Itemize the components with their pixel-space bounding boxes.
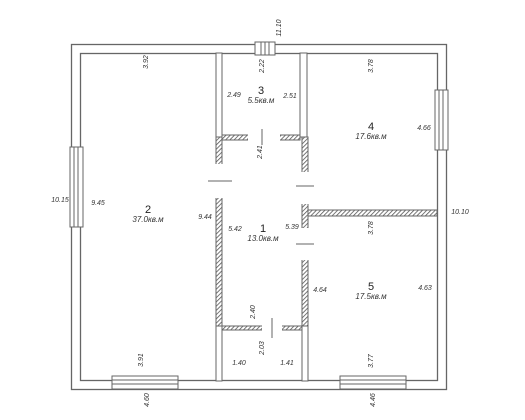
dim-top-overall: 11.10 (276, 19, 283, 36)
dim-room4-right: 4.66 (417, 125, 431, 132)
wall-room3-room4 (299, 52, 308, 138)
window-bottom-left (111, 375, 179, 390)
dim-room3-top: 2.22 (259, 59, 266, 74)
door-room2 (208, 164, 232, 198)
dim-room5-right: 4.63 (418, 285, 432, 292)
dim-room3-right: 2.51 (282, 93, 297, 100)
wall-room4-room5 (307, 209, 438, 217)
window-bottom-right (339, 375, 407, 390)
dim-room2-right: 9.44 (198, 214, 212, 221)
dim-entry-left-wall: 1.40 (232, 360, 246, 367)
dim-left-overall: 10.15 (51, 197, 69, 204)
room-area-1: 13.0кв.м (247, 234, 279, 243)
room-area-3: 5.5кв.м (248, 96, 275, 105)
room-area-5: 17.5кв.м (355, 292, 387, 301)
door-room5 (296, 228, 314, 260)
dim-room2-left: 9.45 (91, 200, 105, 207)
door-room4 (296, 172, 314, 204)
door-room3 (248, 129, 280, 145)
dim-right-overall: 10.10 (451, 209, 469, 216)
dim-room5-bottom: 3.77 (368, 353, 375, 368)
dim-room3-left: 2.49 (226, 92, 241, 99)
windows (69, 41, 449, 390)
window-top (254, 41, 276, 56)
dim-room1-left: 5.42 (228, 226, 242, 233)
dim-room5-left: 4.64 (313, 287, 327, 294)
room-number-2: 2 (145, 204, 151, 216)
wall-room2-entry-stub (215, 325, 223, 382)
dim-room3-bottom: 2.41 (257, 145, 264, 160)
dim-room1-bottom: 2.40 (250, 305, 257, 320)
room-area-4: 17.6кв.м (355, 132, 387, 141)
door-entry (262, 318, 282, 338)
room-number-3: 3 (258, 85, 264, 97)
dim-entry-door: 2.03 (259, 341, 266, 356)
dim-room2-bottom: 3.91 (138, 353, 145, 367)
wall-room5-entry-stub (301, 325, 309, 382)
room-number-4: 4 (368, 121, 374, 133)
dimension-labels: 11.10 10.15 10.10 3.92 9.45 9.44 3.91 2.… (51, 19, 469, 406)
dim-bottom-left-window: 4.60 (144, 393, 151, 407)
room-area-2: 37.0кв.м (132, 215, 164, 224)
dim-bottom-right-window: 4.46 (370, 393, 377, 407)
window-left (69, 146, 84, 228)
dim-entry-right-wall: 1.41 (280, 360, 294, 367)
room-labels: 2 37.0кв.м 3 5.5кв.м 4 17.6кв.м 1 13.0кв… (132, 85, 387, 301)
dim-room2-top: 3.92 (143, 55, 150, 69)
dim-room1-right: 5.39 (285, 224, 299, 231)
doors (208, 129, 314, 338)
room-number-5: 5 (368, 281, 374, 293)
dim-room4-top: 3.78 (368, 59, 375, 73)
wall-room2-room3 (215, 52, 223, 138)
dim-room5-top: 3.78 (368, 221, 375, 235)
room-number-1: 1 (260, 223, 266, 235)
window-right (434, 89, 449, 151)
